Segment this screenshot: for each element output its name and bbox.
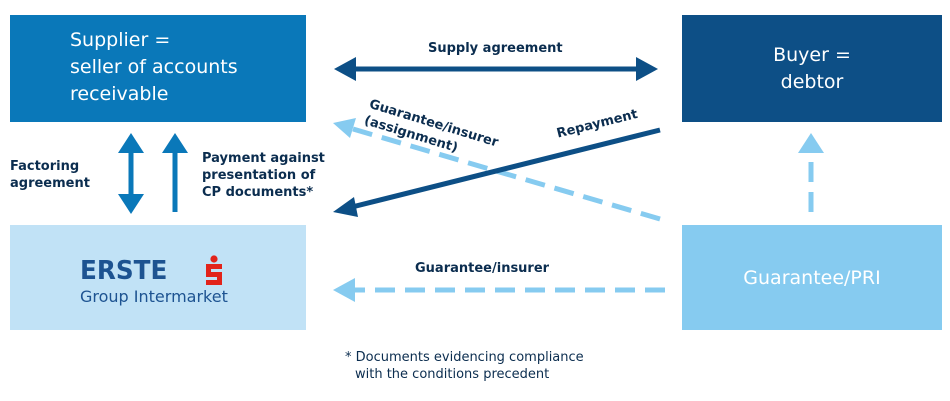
supplier-line-2: seller of accounts [70,56,238,78]
guarantee-to-buyer-arrow [798,133,824,212]
footnote-line-1: * Documents evidencing compliance [345,350,584,365]
factoring-line-2: agreement [10,176,90,191]
payment-arrow [162,133,188,212]
footnote-line-2: with the conditions precedent [355,367,550,382]
supplier-node: Supplier = seller of accounts receivable [10,15,306,122]
repayment-arrow [333,127,661,217]
supply-agreement-label: Supply agreement [428,41,563,56]
supplier-line-3: receivable [70,83,169,105]
factoring-agreement-label: Factoring agreement [10,158,90,192]
buyer-line-2: debtor [780,70,844,93]
supply-agreement-arrow [334,57,658,81]
supplier-line-1: Supplier = [70,29,171,51]
guarantee-node-label: Guarantee/PRI [743,266,881,289]
erste-logo-text: ERSTE [80,256,168,286]
buyer-node: Buyer = debtor [682,15,942,122]
footnote: * Documents evidencing compliance with t… [345,349,584,383]
factoring-line-1: Factoring [10,159,80,174]
guarantee-insurer-arrow [333,278,665,302]
factoring-agreement-arrow [118,133,144,214]
guarantee-insurer-label: Guarantee/insurer [415,261,550,276]
guarantee-assignment-arrow [333,118,661,222]
erste-s-logo-icon [206,255,222,285]
payment-label: Payment against presentation of CP docum… [202,150,325,201]
bank-node [10,225,306,330]
erste-logo-subtitle: Group Intermarket [80,287,228,306]
payment-line-1: Payment against [202,151,325,166]
guarantee-node: Guarantee/PRI [682,225,942,330]
payment-line-2: presentation of [202,168,316,183]
buyer-line-1: Buyer = [773,43,851,66]
payment-line-3: CP documents* [202,185,314,200]
